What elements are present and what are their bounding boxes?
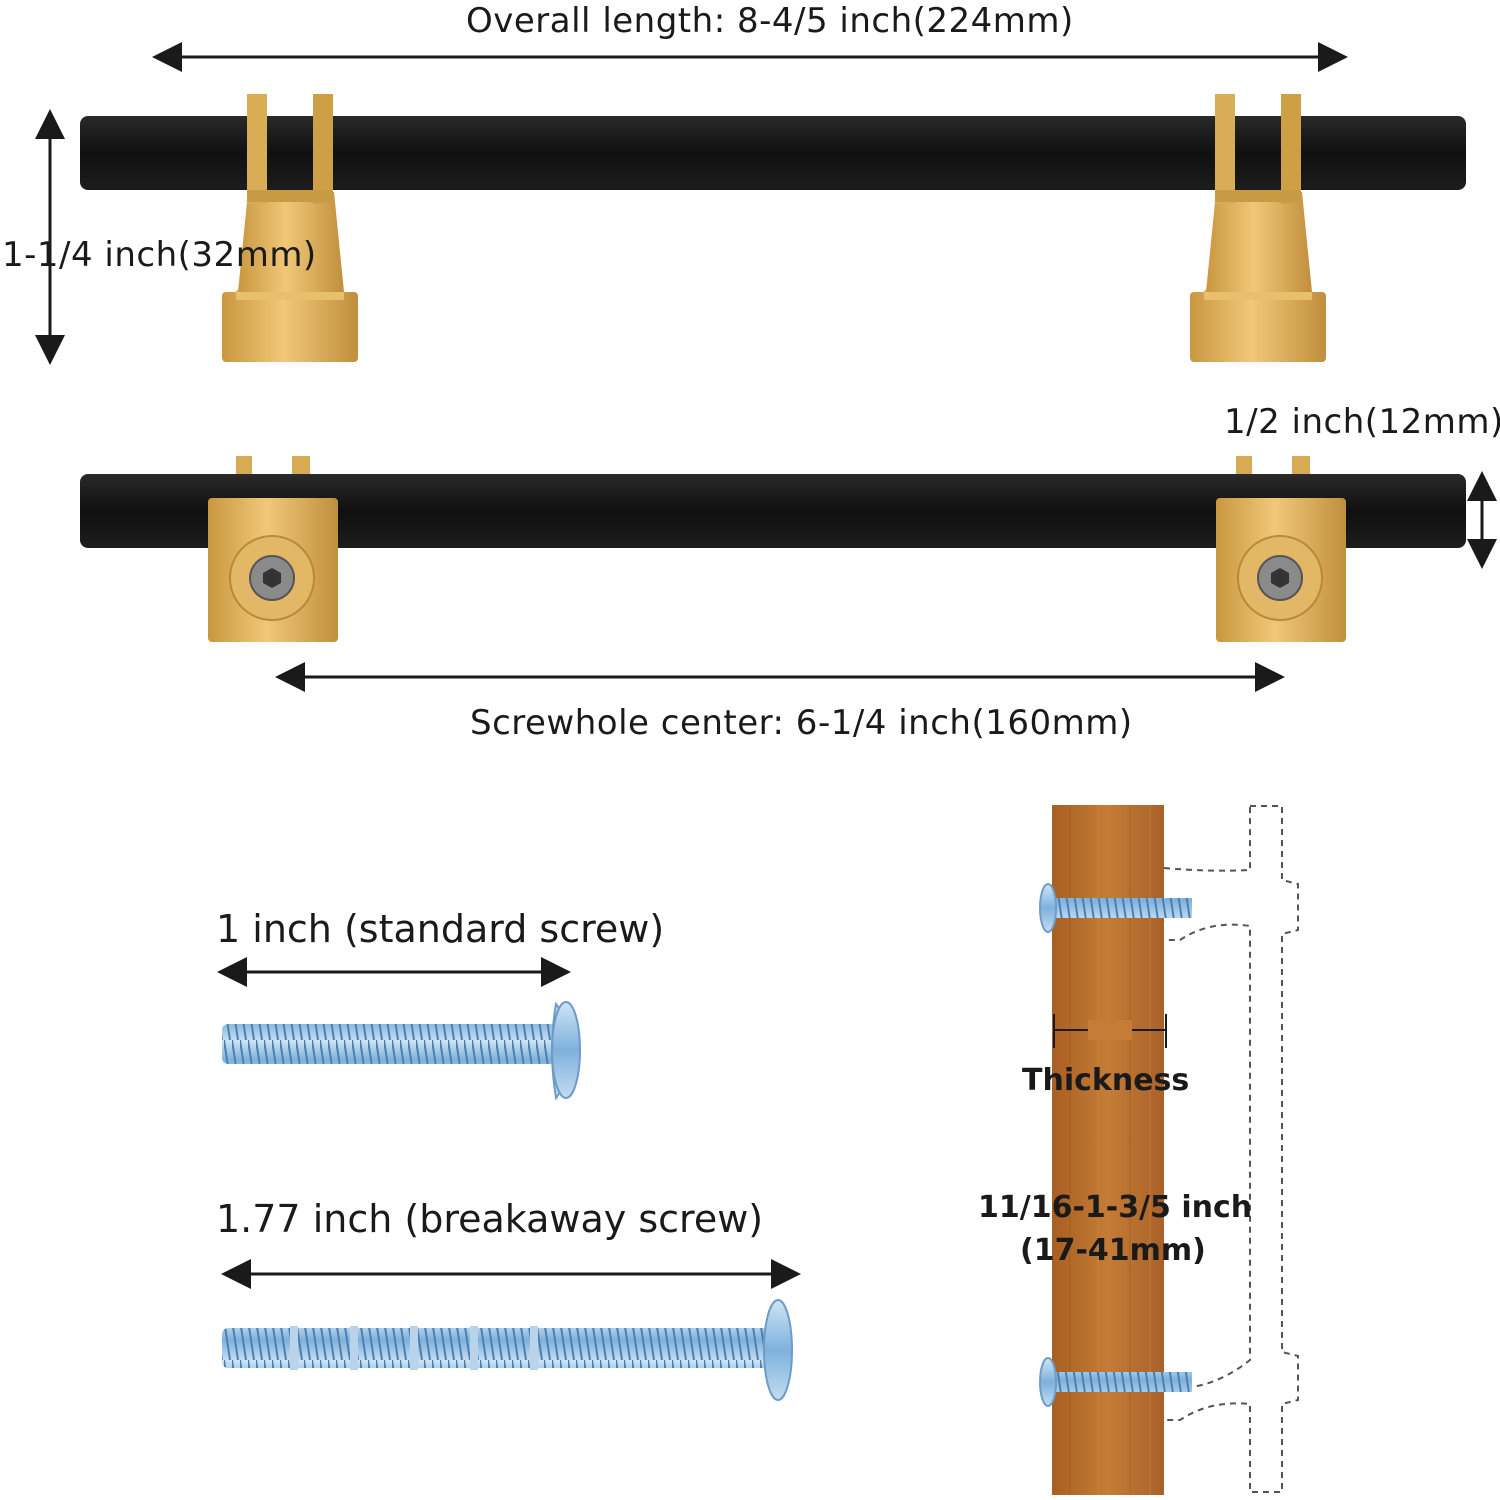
thickness-range-line1: 11/16-1-3/5 inch bbox=[978, 1190, 1253, 1225]
black-bar bbox=[80, 116, 1466, 190]
breakaway-screw bbox=[222, 1299, 793, 1401]
black-bar-back bbox=[80, 474, 1466, 548]
thickness-label: Thickness bbox=[1022, 1063, 1190, 1098]
handle-outline bbox=[1163, 805, 1299, 1493]
standard-screw bbox=[222, 1001, 581, 1101]
standard-screw-label: 1 inch (standard screw) bbox=[216, 907, 665, 951]
thickness-range-line2: (17-41mm) bbox=[1020, 1233, 1206, 1268]
handle-back-view bbox=[80, 456, 1466, 642]
height-label: 1-1/4 inch(32mm) bbox=[2, 235, 317, 275]
handle-side-view bbox=[80, 94, 1466, 362]
right-base-plate bbox=[1216, 498, 1346, 642]
thickness-marker bbox=[1053, 1014, 1167, 1048]
breakaway-screw-label: 1.77 inch (breakaway screw) bbox=[216, 1197, 764, 1241]
left-base-plate bbox=[208, 498, 338, 642]
door-cross-section bbox=[1039, 805, 1299, 1495]
screwhole-center-label: Screwhole center: 6-1/4 inch(160mm) bbox=[470, 703, 1133, 743]
overall-length-label: Overall length: 8-4/5 inch(224mm) bbox=[466, 1, 1074, 41]
bar-thickness-label: 1/2 inch(12mm) bbox=[1224, 402, 1500, 442]
